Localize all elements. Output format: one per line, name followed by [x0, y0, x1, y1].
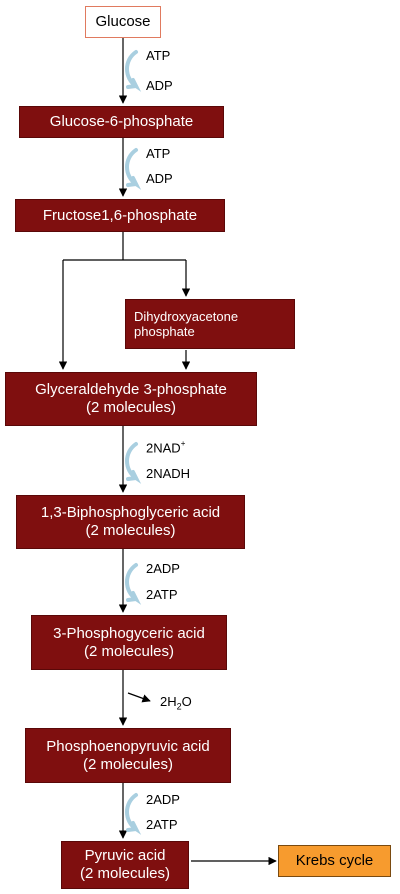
- box-glucose: Glucose: [85, 6, 161, 38]
- box-glucose-6-phosphate: Glucose-6-phosphate: [19, 106, 224, 138]
- box-krebs-label: Krebs cycle: [295, 852, 374, 870]
- box-g3p-line2: (2 molecules): [85, 399, 177, 416]
- box-dihydroxyacetone-phosphate: Dihydroxyacetone phosphate: [125, 299, 295, 349]
- label-step2-atp: ATP: [146, 146, 171, 161]
- label-step6-atp: 2ATP: [146, 817, 178, 832]
- label-step3-nadh: 2NADH: [146, 466, 191, 481]
- box-pep-line1: Phosphoenopyruvic acid: [46, 737, 210, 755]
- box-krebs-cycle: Krebs cycle: [278, 845, 391, 877]
- curved-arrow-icon: [125, 563, 142, 605]
- box-glyceraldehyde-3-phosphate: Glyceraldehyde 3-phosphate (2 molecules): [5, 372, 257, 426]
- box-pga-line1: 3-Phosphogyceric acid: [53, 624, 205, 642]
- box-pyr-line1: Pyruvic acid: [84, 847, 166, 865]
- box-pyruvic-acid: Pyruvic acid (2 molecules): [61, 841, 189, 889]
- box-g3p-line1: Glyceraldehyde 3-phosphate: [35, 381, 227, 399]
- box-bpg-line1: 1,3-Biphosphoglyceric acid: [40, 504, 221, 522]
- box-pep-line2: (2 molecules): [82, 755, 174, 773]
- label-step5-water: 2H2O: [160, 694, 192, 712]
- label-step3-nad: 2NAD+: [146, 439, 186, 456]
- curved-arrow-icon: [125, 793, 142, 835]
- label-step4-adp: 2ADP: [146, 561, 180, 576]
- label-step1-adp: ADP: [146, 78, 173, 93]
- box-phosphoglyceric-acid: 3-Phosphogyceric acid (2 molecules): [31, 615, 227, 670]
- box-g6p-label: Glucose-6-phosphate: [49, 113, 194, 131]
- label-step1-atp: ATP: [146, 48, 171, 63]
- arrow-water-out: [127, 692, 151, 703]
- box-phosphoenolpyruvic-acid: Phosphoenopyruvic acid (2 molecules): [25, 728, 231, 783]
- curved-arrow-icon: [125, 50, 142, 92]
- box-bpg-line2: (2 molecules): [85, 522, 176, 539]
- label-step3-nad-base: 2NAD: [146, 440, 181, 456]
- label-step2-adp: ADP: [146, 171, 173, 186]
- label-step5-water-base: 2H: [160, 694, 177, 709]
- box-pga-line2: (2 molecules): [83, 642, 175, 660]
- label-step5-water-sub: 2: [176, 701, 182, 712]
- label-step5-water-tail: O: [181, 694, 192, 709]
- box-dhap-line1: Dihydroxyacetone: [134, 308, 239, 324]
- label-step4-atp: 2ATP: [146, 587, 178, 602]
- box-f16p-label: Fructose1,6-phosphate: [42, 206, 198, 224]
- curved-arrow-icon: [125, 442, 142, 484]
- box-dhap-line2: phosphate: [134, 324, 195, 339]
- curved-arrow-icon: [125, 148, 142, 190]
- box-fructose-1-6-phosphate: Fructose1,6-phosphate: [15, 199, 225, 232]
- label-step3-nad-sup: +: [180, 439, 186, 448]
- box-biphosphoglyceric-acid: 1,3-Biphosphoglyceric acid (2 molecules): [16, 495, 245, 549]
- box-glucose-label: Glucose: [95, 13, 151, 31]
- box-pyr-line2: (2 molecules): [79, 865, 171, 882]
- label-step6-adp: 2ADP: [146, 792, 180, 807]
